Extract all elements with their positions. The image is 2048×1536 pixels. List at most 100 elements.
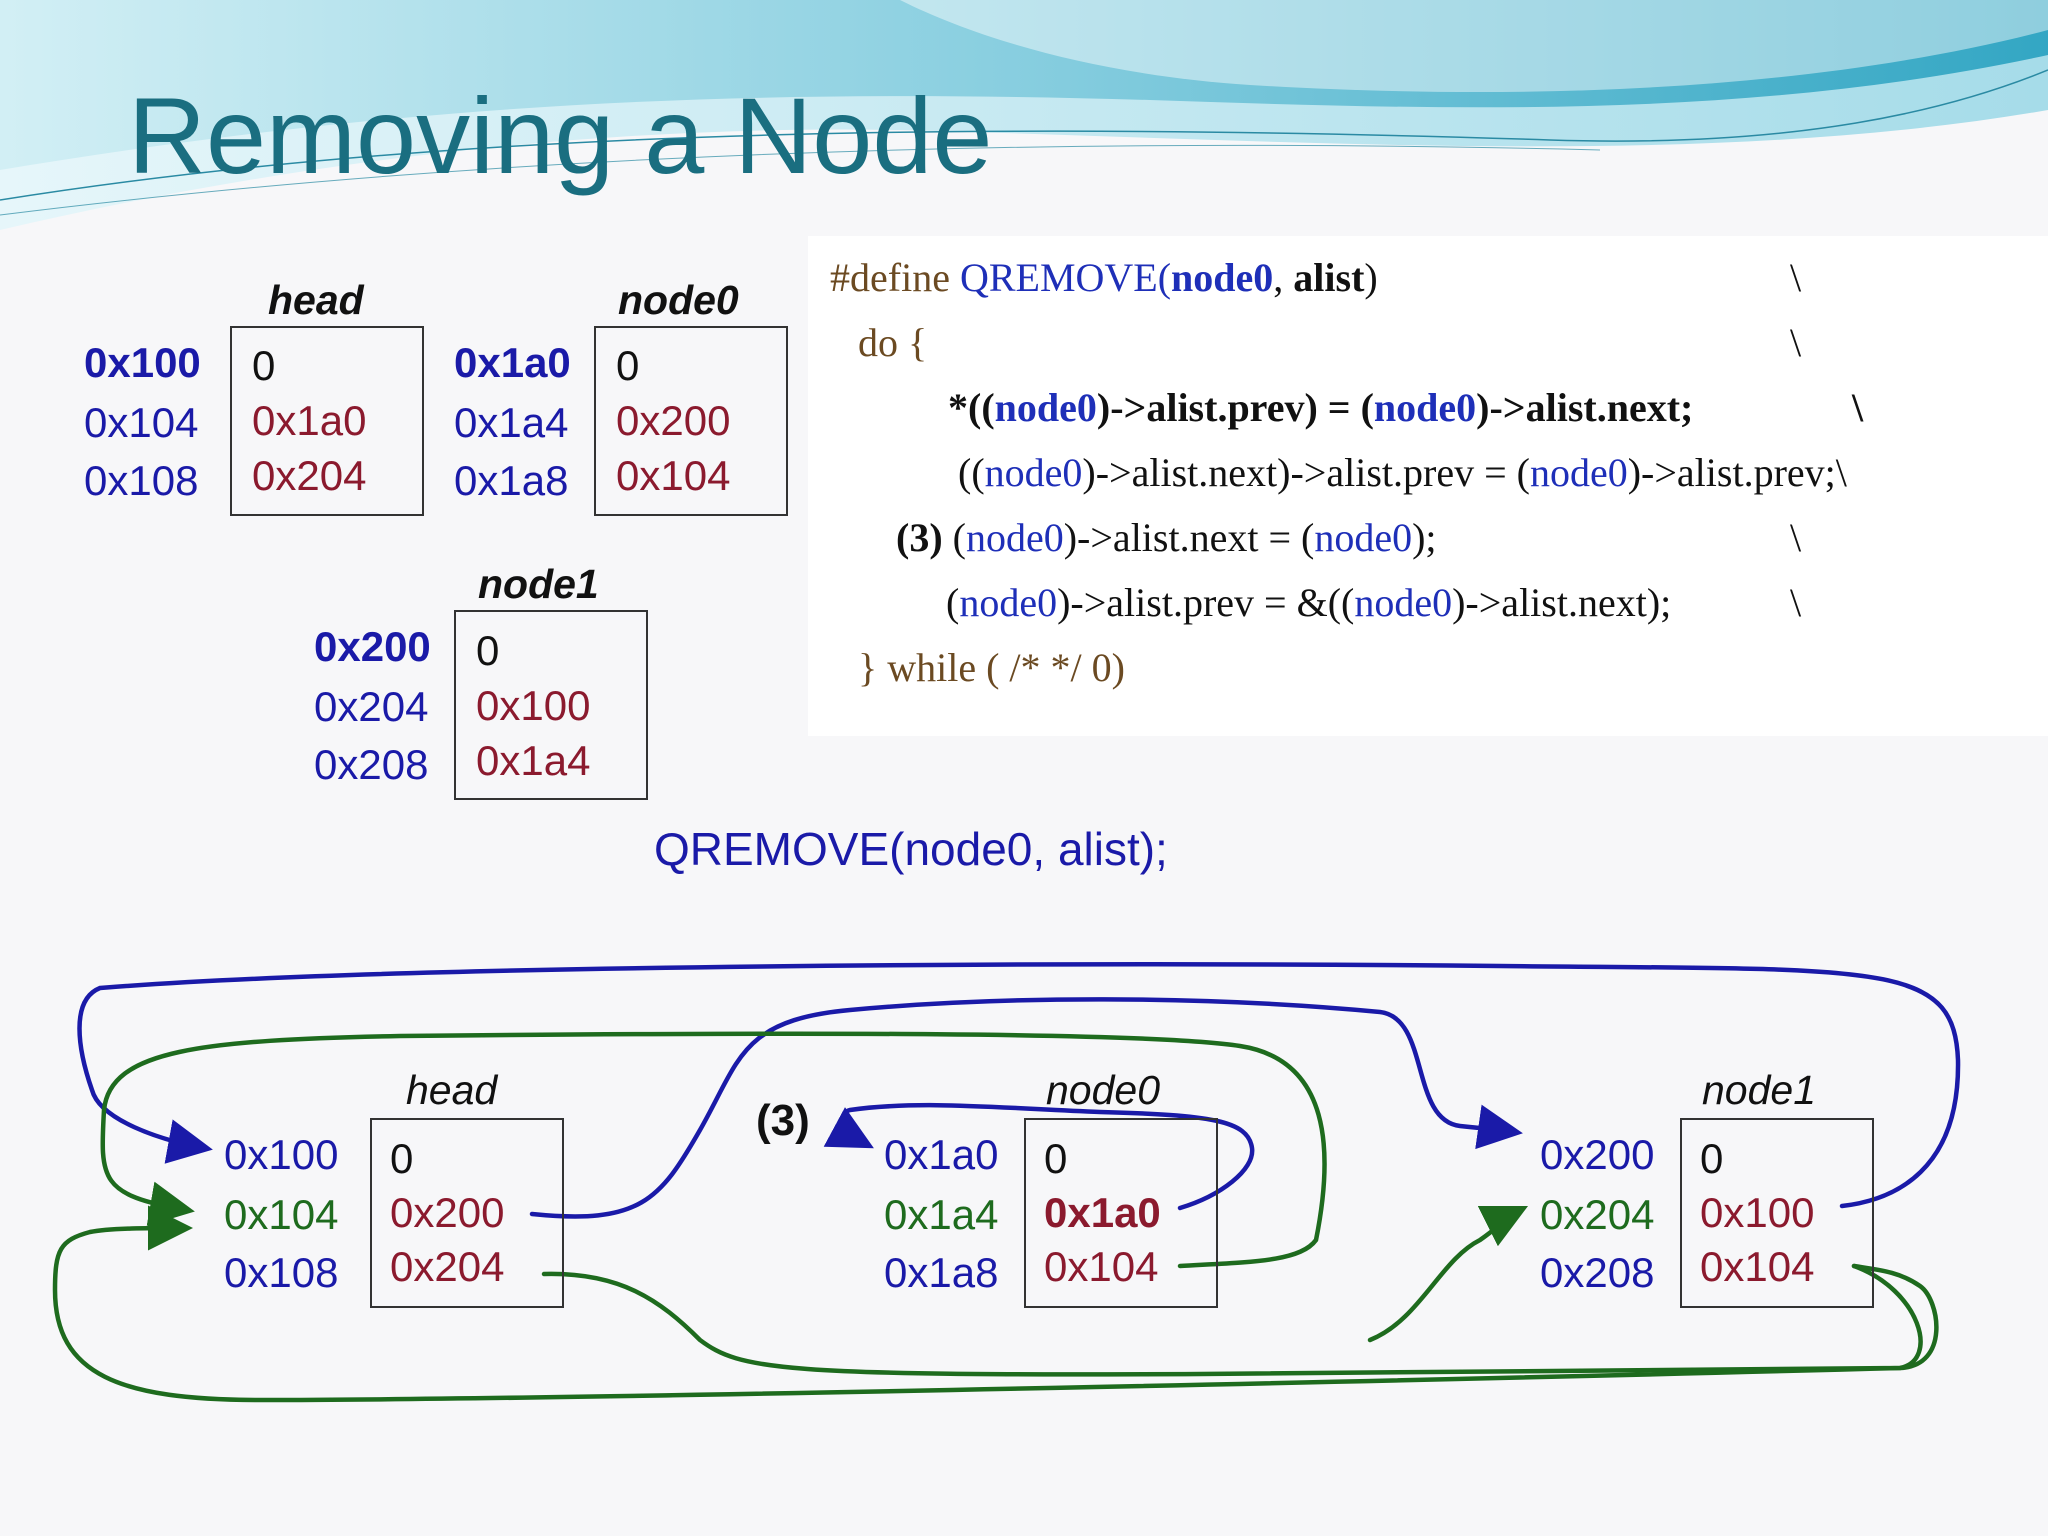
bottom-node0-val-0: 0 <box>1044 1135 1068 1182</box>
bottom-node0-label: node0 <box>1046 1067 1161 1113</box>
top-node0-val-2: 0x104 <box>616 452 731 499</box>
bottom-node1-addr-1: 0x204 <box>1540 1191 1655 1238</box>
top-head-addr-2: 0x108 <box>84 457 199 504</box>
code-close-paren: ) <box>1364 255 1378 300</box>
arrow-green-into-node1-prev <box>1367 1205 1529 1343</box>
arrow-node0-prev-to-head-next <box>100 1031 1327 1269</box>
code-line-6: (node0)->alist.prev = &((node0)->alist.n… <box>946 583 1671 623</box>
bottom-head-addr-1: 0x104 <box>224 1191 339 1238</box>
bottom-node0-addr-1: 0x1a4 <box>884 1191 999 1238</box>
bottom-node0-val-1: 0x1a0 <box>1044 1189 1161 1236</box>
code-line-7: } while ( /* */ 0) <box>858 645 1125 690</box>
bottom-head-val-0: 0 <box>390 1135 414 1182</box>
code-l3-c: )->alist.prev) = ( <box>1096 385 1374 430</box>
bottom-node0-val-2: 0x104 <box>1044 1243 1159 1290</box>
top-node0-label: node0 <box>618 277 739 323</box>
code-line-5-continuation: \ <box>1790 515 1802 560</box>
code-line-4: ((node0)->alist.next)->alist.prev = (nod… <box>958 453 1847 493</box>
bottom-node0-box <box>1024 1118 1218 1308</box>
top-node1-addr-1: 0x204 <box>314 683 429 730</box>
bottom-head-val-2: 0x204 <box>390 1243 505 1290</box>
top-node1-addr-2: 0x208 <box>314 741 429 788</box>
code-l6-e: )->alist.next); <box>1452 580 1672 625</box>
code-l4-node0-b: node0 <box>1529 450 1628 495</box>
top-node1-box <box>454 610 648 800</box>
code-l5-node0-a: node0 <box>965 515 1064 560</box>
code-define-keyword: #define <box>830 255 960 300</box>
bottom-head-addr-2: 0x108 <box>224 1249 339 1296</box>
code-l6-c: )->alist.prev = &(( <box>1057 580 1355 625</box>
top-node1-label: node1 <box>478 561 599 607</box>
code-line-1-continuation: \ <box>1790 255 1802 300</box>
code-line-2: do { <box>858 320 928 365</box>
arrow-node1-next-to-head <box>77 962 1961 1209</box>
code-l5-node0-b: node0 <box>1314 515 1413 560</box>
code-l6-node0-b: node0 <box>1354 580 1453 625</box>
code-comma: , <box>1273 255 1294 300</box>
top-node0-val-0: 0 <box>616 342 640 389</box>
top-node0-addr-2: 0x1a8 <box>454 457 569 504</box>
top-node1-val-2: 0x1a4 <box>476 737 591 784</box>
top-head-val-0: 0 <box>252 342 276 389</box>
top-head-val-2: 0x204 <box>252 452 367 499</box>
top-head-box <box>230 326 424 516</box>
code-l5-f: ); <box>1412 515 1437 560</box>
arrow-node0-next-to-self <box>823 1102 1255 1211</box>
bottom-node1-val-2: 0x104 <box>1700 1243 1815 1290</box>
top-node0-val-1: 0x200 <box>616 397 731 444</box>
top-head-addr-1: 0x104 <box>84 399 199 446</box>
macro-call-line: QREMOVE(node0, alist); <box>654 823 1168 875</box>
arrow-head-next-to-node1 <box>529 997 1523 1219</box>
code-l4-a: (( <box>958 450 985 495</box>
top-node0-box <box>594 326 788 516</box>
code-l4-node0-a: node0 <box>984 450 1083 495</box>
code-l3-a: *(( <box>948 385 995 430</box>
bottom-head-addr-0: 0x100 <box>224 1131 339 1178</box>
bottom-node0-addr-2: 0x1a8 <box>884 1249 999 1296</box>
code-l4-e: )->alist.prev;\ <box>1627 450 1847 495</box>
top-node0-addr-0: 0x1a0 <box>454 339 571 386</box>
top-head-val-1: 0x1a0 <box>252 397 367 444</box>
code-param-alist: alist <box>1293 255 1365 300</box>
code-line-2-continuation: \ <box>1790 320 1802 365</box>
code-l5-d: )->alist.next = ( <box>1063 515 1315 560</box>
bottom-node1-box <box>1680 1118 1874 1308</box>
bottom-node1-addr-2: 0x208 <box>1540 1249 1655 1296</box>
bottom-node0-addr-0: 0x1a0 <box>884 1131 999 1178</box>
code-l3-e: )->alist.next; <box>1476 385 1694 430</box>
code-l4-c: )->alist.next)->alist.prev = ( <box>1082 450 1530 495</box>
top-node0-addr-1: 0x1a4 <box>454 399 569 446</box>
code-line-3: *((node0)->alist.prev) = (node0)->alist.… <box>948 388 1693 428</box>
arrow-head-prev-to-node1-next <box>541 1263 1939 1377</box>
top-node1-val-1: 0x100 <box>476 682 591 729</box>
code-l3-node0-a: node0 <box>994 385 1097 430</box>
bottom-node1-addr-0: 0x200 <box>1540 1131 1655 1178</box>
bottom-node1-val-1: 0x100 <box>1700 1189 1815 1236</box>
code-line-3-continuation: \ <box>1852 385 1864 430</box>
code-l6-a: ( <box>946 580 960 625</box>
code-line-5: (3) (node0)->alist.next = (node0); <box>896 518 1437 558</box>
code-l5-step-marker: (3) <box>896 515 943 560</box>
bottom-head-box <box>370 1118 564 1308</box>
code-panel <box>808 236 2048 736</box>
arrow-node1-prev-to-node1-next <box>52 1205 1923 1403</box>
top-node1-val-0: 0 <box>476 627 500 674</box>
top-node1-addr-0: 0x200 <box>314 623 431 670</box>
code-line-1: #define QREMOVE(node0, alist) <box>830 258 1378 298</box>
code-l6-node0-a: node0 <box>959 580 1058 625</box>
code-line-6-continuation: \ <box>1790 580 1802 625</box>
top-head-addr-0: 0x100 <box>84 339 201 386</box>
step-3-marker: (3) <box>756 1096 810 1145</box>
bottom-head-val-1: 0x200 <box>390 1189 505 1236</box>
slide-title: Removing a Node <box>128 75 993 196</box>
bottom-node1-label: node1 <box>1702 1067 1817 1113</box>
code-l5-b: ( <box>942 515 966 560</box>
code-l3-node0-b: node0 <box>1373 385 1477 430</box>
bottom-head-label: head <box>406 1067 498 1113</box>
code-param-node0: node0 <box>1171 255 1274 300</box>
code-macro-name: QREMOVE( <box>959 255 1172 300</box>
bottom-node1-val-0: 0 <box>1700 1135 1724 1182</box>
top-head-label: head <box>268 277 364 323</box>
